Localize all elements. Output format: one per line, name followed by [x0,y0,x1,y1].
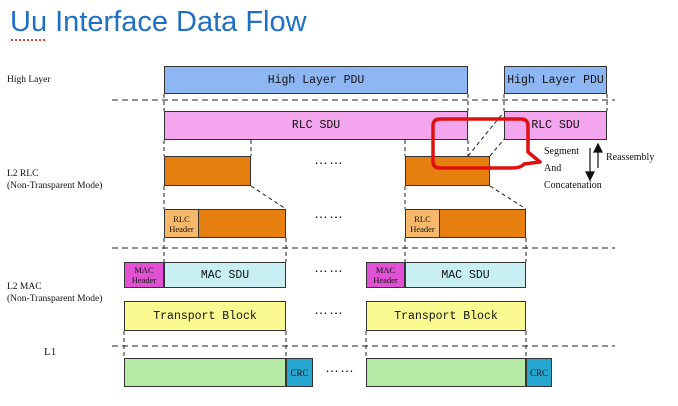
rlc-pdu-ellipsis: …… [314,205,344,221]
rlc-header-line2: Header [410,223,435,234]
label-l2-rlc: L2 RLC [7,169,39,179]
l1-frame-left [124,358,286,387]
l1-frame-right [366,358,526,387]
annotation-and: And [544,163,562,174]
rlc-header-left: RLC Header [164,209,199,238]
annotation-concatenation: Concatenation [544,180,602,191]
transport-block-left: Transport Block [124,301,286,331]
mac-header-right: MAC Header [366,262,405,288]
rlc-header-line1: RLC [173,213,190,224]
l1-ellipsis: …… [325,359,355,375]
high-layer-pdu-right: High Layer PDU [504,66,607,94]
rlc-header-line1: RLC [414,213,431,224]
direction-arrows [585,142,603,182]
label-high-layer: High Layer [7,75,51,85]
mac-sdu-left: MAC SDU [164,262,286,288]
rlc-sdu-main: RLC SDU [164,111,468,140]
transport-block-right: Transport Block [366,301,526,331]
mac-header-line2: Header [131,275,157,285]
rlc-pdu-payload-left [198,209,286,238]
mac-header-left: MAC Header [124,262,164,288]
label-l2-mac-mode: (Non-Transparent Mode) [7,294,103,304]
label-l1: L1 [44,346,57,358]
highlight-callout-shape [431,117,542,170]
label-l2-rlc-mode: (Non-Transparent Mode) [7,181,103,191]
mac-sdu-right: MAC SDU [405,262,526,288]
annotation-reassembly: Reassembly [606,152,655,163]
reassembly-arrow-up-head [593,142,603,153]
mac-header-line2: Header [373,275,398,285]
rlc-header-line2: Header [169,223,194,234]
connector-pdu2-right [489,185,527,210]
rlc-segment-ellipsis: …… [314,151,344,167]
spellcheck-underline [11,36,45,41]
high-layer-pdu-main: High Layer PDU [164,66,468,94]
crc-right: CRC [526,358,552,387]
mac-header-line1: MAC [375,265,396,275]
rlc-segment-left [164,156,251,186]
transport-ellipsis: …… [314,301,344,317]
crc-left: CRC [286,358,313,387]
mac-ellipsis: …… [314,259,344,275]
connector-concat-1 [467,112,504,157]
rlc-segment-right [405,156,490,186]
rlc-sdu-right: RLC SDU [504,111,607,140]
rlc-pdu-payload-right [439,209,526,238]
mac-header-line1: MAC [134,265,154,275]
label-l2-mac: L2 MAC [7,282,42,292]
annotation-segment: Segment [544,146,579,157]
page-title: Uu Interface Data Flow [10,6,307,38]
rlc-header-right: RLC Header [405,209,440,238]
segment-arrow-down-head [585,171,595,182]
